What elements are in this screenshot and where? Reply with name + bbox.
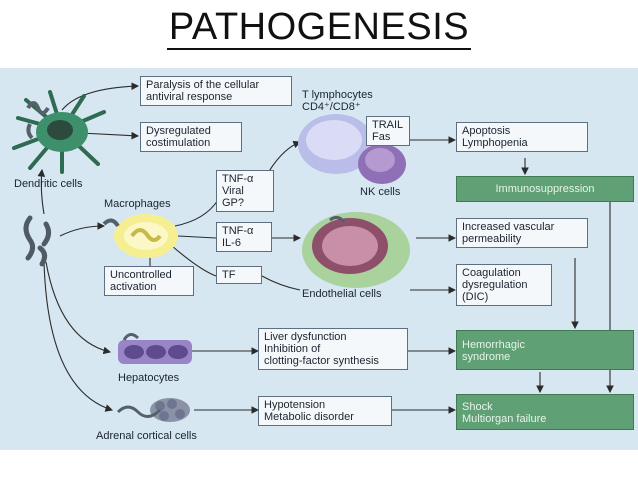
cd4-cd8-label: CD4⁺/CD8⁺	[302, 101, 361, 113]
endothelial-cell-icon	[302, 212, 410, 288]
macrophages-label: Macrophages	[104, 198, 171, 210]
nk-cells-label: NK cells	[360, 186, 401, 198]
page-title: PATHOGENESIS	[166, 6, 472, 50]
t-lymphocytes-label: T lymphocytes	[302, 89, 373, 101]
hepatocytes-icon	[118, 333, 192, 364]
dendritic-cells-label: Dendritic cells	[14, 178, 83, 190]
immunosuppression-box: Immunosuppression	[456, 176, 634, 202]
virus-icon	[23, 215, 52, 267]
endothelial-cells-label: Endothelial cells	[302, 288, 382, 300]
t-lymphocyte-icon	[298, 114, 406, 184]
tf-box: TF	[216, 266, 262, 284]
hepatocytes-label: Hepatocytes	[118, 372, 180, 384]
adrenal-cells-icon	[116, 398, 190, 422]
adrenal-cells-label: Adrenal cortical cells	[96, 430, 197, 442]
dendritic-cell-icon	[12, 90, 106, 174]
macrophage-icon	[102, 214, 178, 258]
